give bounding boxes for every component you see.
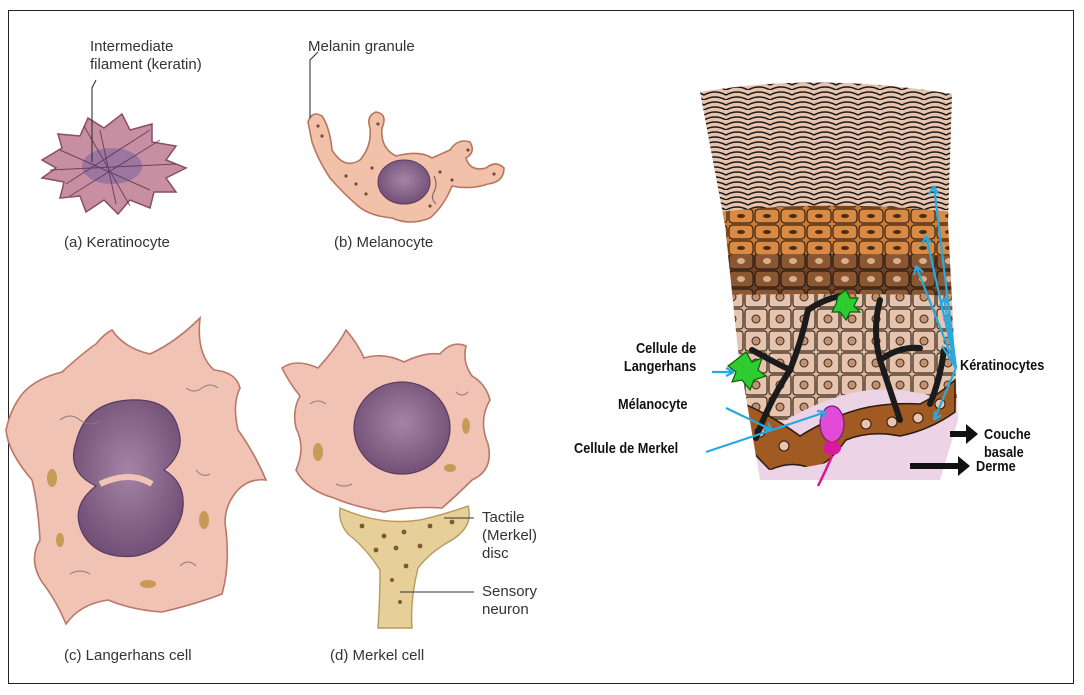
langerhans-label: Cellule de Langerhans (618, 340, 696, 376)
melanocyte-illustration (308, 112, 504, 222)
langerhans-cell-caption: (c) Langerhans cell (64, 647, 192, 665)
merkel-cell-caption: (d) Merkel cell (330, 647, 424, 665)
keratinocyte-illustration (42, 114, 186, 214)
keratin-filament-callout: Intermediate filament (keratin) (90, 38, 202, 74)
merkel-cell-illustration (282, 330, 490, 628)
dermis-label: Derme (976, 458, 1016, 476)
keratinocyte-caption: (a) Keratinocyte (64, 234, 170, 252)
merkel-cell-label: Cellule de Merkel (574, 440, 678, 458)
sensory-neuron-callout: Sensory neuron (482, 583, 537, 619)
basal-layer-label: Couche basale (984, 426, 1069, 462)
melanocyte-caption: (b) Melanocyte (334, 234, 433, 252)
keratinocytes-label: Kératinocytes (960, 357, 1044, 375)
langerhans-cell-illustration (6, 318, 266, 624)
melanocyte-label: Mélanocyte (618, 396, 687, 414)
epidermis-illustration (690, 70, 970, 490)
melanin-granule-callout: Melanin granule (308, 38, 415, 56)
tactile-disc-callout: Tactile (Merkel) disc (482, 509, 537, 563)
